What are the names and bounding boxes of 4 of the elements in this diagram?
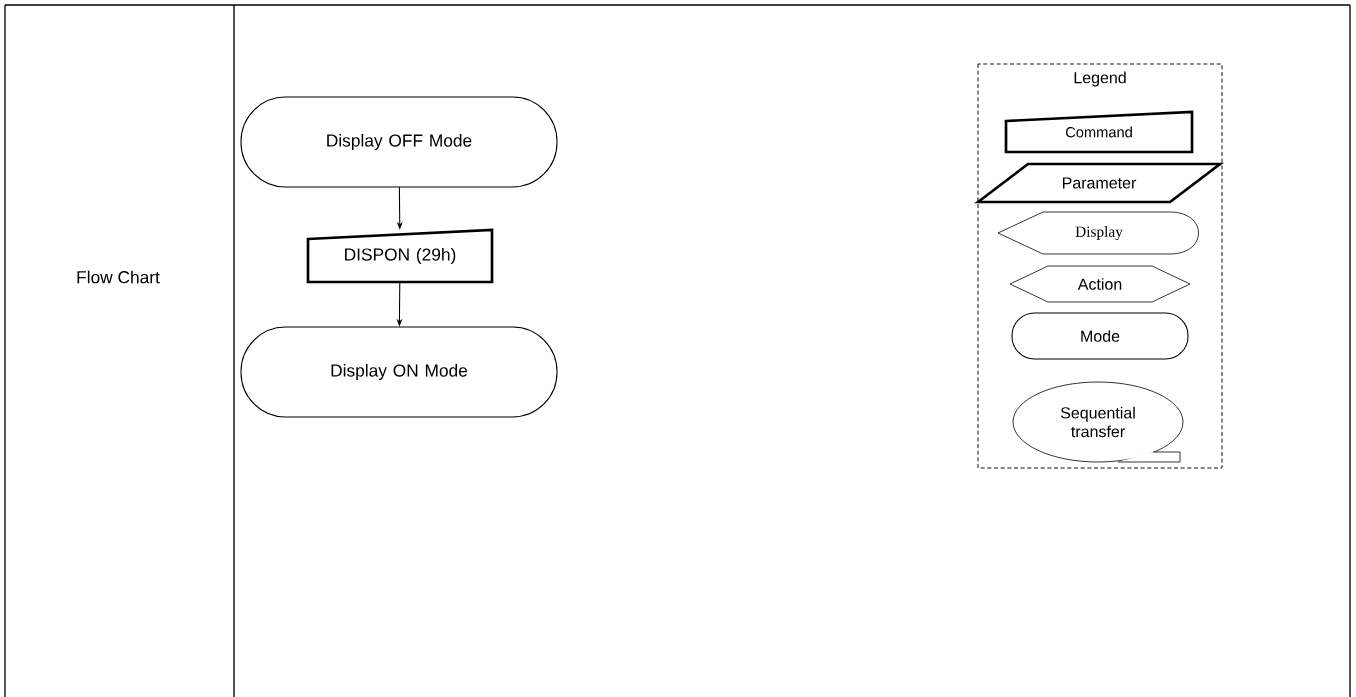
- command-box: DISPON (29h): [306, 228, 494, 284]
- row-label: Flow Chart: [77, 270, 160, 284]
- mode-terminal: Display OFF Mode: [240, 96, 558, 188]
- mode-terminal: Display ON Mode: [240, 326, 558, 418]
